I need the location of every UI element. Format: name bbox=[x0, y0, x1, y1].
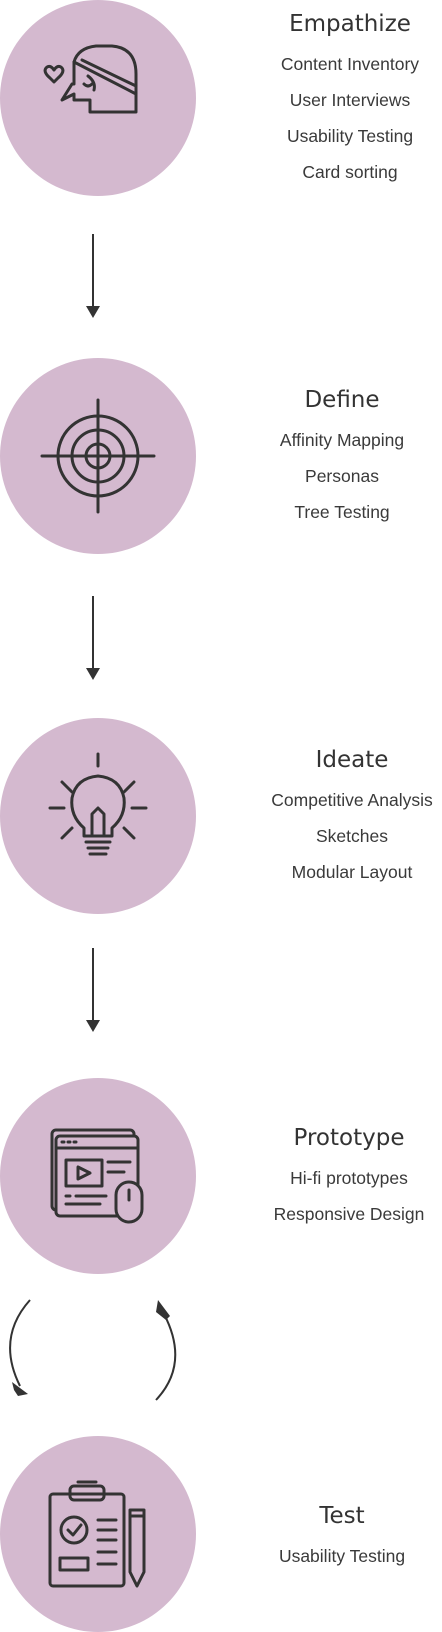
arrow-down-icon bbox=[86, 596, 100, 680]
method-item: Competitive Analysis bbox=[271, 790, 433, 810]
head-blindfold-heart-icon bbox=[43, 44, 138, 114]
clipboard-checklist-pencil-icon bbox=[48, 1480, 146, 1588]
browser-window-video-mouse-icon bbox=[50, 1128, 144, 1224]
method-item: Responsive Design bbox=[273, 1204, 425, 1224]
arrow-down-icon bbox=[86, 234, 100, 318]
method-item: Usability Testing bbox=[278, 1546, 406, 1566]
stage-text-empathize: Empathize Content Inventory User Intervi… bbox=[262, 10, 438, 190]
method-item: Personas bbox=[305, 466, 379, 486]
method-item: Modular Layout bbox=[291, 862, 413, 882]
stage-title: Prototype bbox=[293, 1125, 405, 1151]
lightbulb-icon bbox=[48, 752, 148, 856]
method-item: Content Inventory bbox=[280, 54, 420, 74]
stage-title: Empathize bbox=[289, 11, 411, 37]
method-item: Card sorting bbox=[302, 162, 398, 182]
method-item: Hi-fi prototypes bbox=[290, 1168, 408, 1188]
stage-text-define: Define Affinity Mapping Personas Tree Te… bbox=[262, 386, 422, 530]
target-crosshair-icon bbox=[40, 398, 156, 514]
stage-title: Ideate bbox=[315, 747, 389, 773]
method-item: User Interviews bbox=[289, 90, 411, 110]
arrow-down-icon bbox=[86, 948, 100, 1032]
method-item: Sketches bbox=[316, 826, 388, 846]
stage-circle-define bbox=[0, 358, 196, 554]
stage-title: Define bbox=[304, 387, 380, 413]
method-item: Tree Testing bbox=[294, 502, 390, 522]
stage-circle-test bbox=[0, 1436, 196, 1632]
method-item: Affinity Mapping bbox=[279, 430, 405, 450]
stage-circle-ideate bbox=[0, 718, 196, 914]
stage-circle-empathize bbox=[0, 0, 196, 196]
method-item: Usability Testing bbox=[286, 126, 414, 146]
stage-text-test: Test Usability Testing bbox=[262, 1502, 422, 1574]
stage-circle-prototype bbox=[0, 1078, 196, 1274]
stage-text-prototype: Prototype Hi-fi prototypes Responsive De… bbox=[262, 1124, 436, 1232]
cycle-arrows-icon bbox=[9, 1299, 177, 1401]
stage-title: Test bbox=[319, 1503, 365, 1529]
stage-text-ideate: Ideate Competitive Analysis Sketches Mod… bbox=[262, 746, 442, 890]
